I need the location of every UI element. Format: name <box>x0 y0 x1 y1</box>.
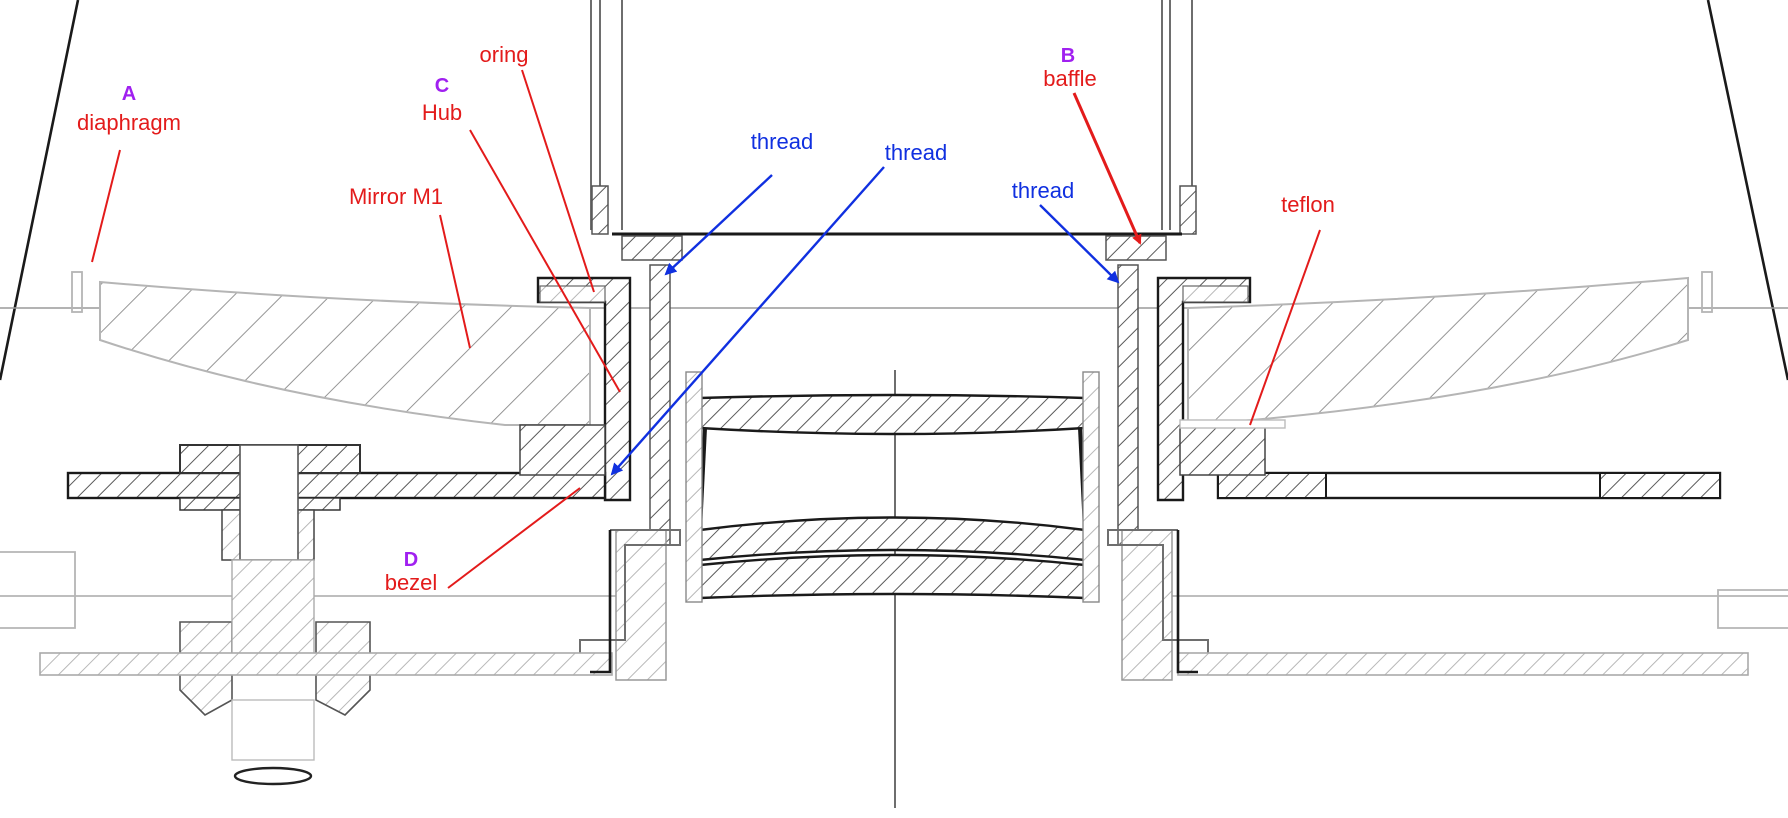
label-mirror-m1: Mirror M1 <box>349 184 443 209</box>
label-teflon: teflon <box>1281 192 1335 217</box>
left-base-plate <box>66 424 607 786</box>
label-c-letter: C <box>435 75 449 97</box>
leader-lines <box>91 69 1321 589</box>
label-diaphragm: diaphragm <box>77 110 181 135</box>
lens-group <box>685 371 1100 603</box>
threaded-hub-sleeves <box>579 264 1209 681</box>
right-base-plate <box>1179 419 1722 500</box>
baffle-tube <box>590 0 1197 261</box>
label-hub: Hub <box>422 100 462 125</box>
lower-flanges <box>0 530 1788 676</box>
label-thread-2: thread <box>885 140 947 165</box>
outer-tube-walls <box>0 0 1788 381</box>
primary-mirror <box>71 271 1713 427</box>
label-thread-1: thread <box>751 129 813 154</box>
label-bezel: bezel <box>385 570 438 595</box>
label-b-letter: B <box>1061 45 1075 67</box>
label-a-letter: A <box>122 83 136 105</box>
label-baffle: baffle <box>1043 66 1096 91</box>
label-thread-3: thread <box>1012 178 1074 203</box>
label-d-letter: D <box>404 549 418 571</box>
label-oring: oring <box>480 42 529 67</box>
